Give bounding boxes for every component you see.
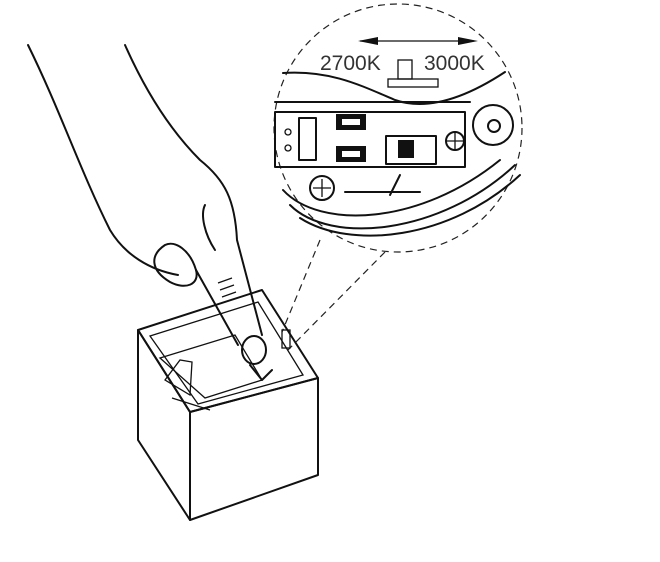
switch-symbol-icon [387,59,439,88]
hand-pressing-switch [27,44,273,381]
cct-slide-switch [385,135,437,165]
label-3000k: 3000K [424,52,485,75]
label-2700k: 2700K [320,52,381,75]
box-left-face [137,329,191,521]
box-top-opening [137,289,319,413]
fingertip [241,335,267,365]
switch-on-box [281,329,291,349]
box-right-face [189,377,319,521]
double-arrow-icon [358,37,478,45]
circuit-board [274,111,466,168]
light-fixture-box [137,289,319,521]
detail-magnifier: 2700K 3000K [273,3,523,351]
callout-line-left [281,239,321,333]
callout-line-right [287,251,386,351]
